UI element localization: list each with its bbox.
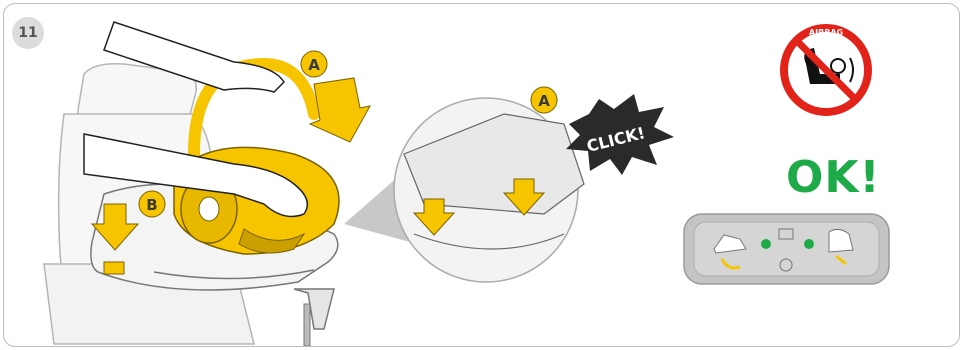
svg-text:AIRBAG: AIRBAG	[809, 28, 843, 37]
instruction-panel: 11	[3, 3, 960, 347]
click-burst-icon: CLICK!	[566, 94, 674, 175]
zoom-detail-icon: A	[394, 87, 584, 282]
indicator-panel-icon	[684, 214, 889, 284]
ok-label: OK!	[786, 152, 881, 203]
callout-b-main: B	[139, 191, 165, 217]
svg-text:B: B	[146, 196, 157, 214]
airbag-warning-icon: AIRBAG	[784, 28, 868, 112]
callout-a-main: A	[301, 51, 327, 77]
svg-text:A: A	[538, 92, 550, 110]
svg-text:A: A	[308, 56, 320, 74]
push-down-arrow-icon	[310, 78, 370, 142]
